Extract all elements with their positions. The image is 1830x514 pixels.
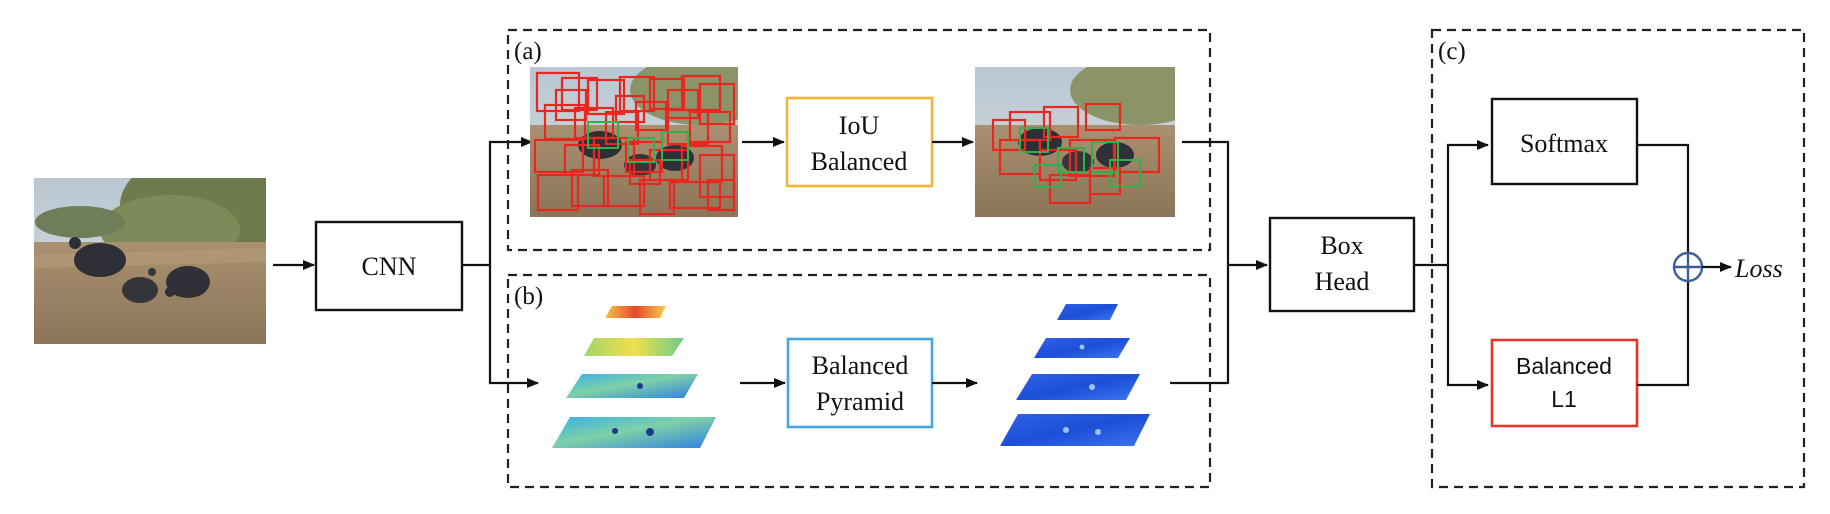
positive-box	[587, 121, 619, 149]
balanced-positive-proposals	[1019, 127, 1141, 188]
panel-b	[506, 273, 1212, 489]
positive-box	[661, 131, 689, 161]
negative-box	[666, 88, 700, 120]
negative-box	[533, 138, 585, 174]
positive-box	[627, 137, 655, 163]
positive-proposals	[587, 121, 689, 163]
softmax-box	[1490, 97, 1639, 186]
negative-box	[570, 168, 610, 208]
negative-box	[614, 94, 646, 124]
input-feature-pyramid	[552, 306, 716, 448]
negative-box	[1084, 102, 1122, 132]
pyramid-line2: Pyramid	[816, 387, 904, 416]
negative-box	[1088, 166, 1122, 196]
iou-line2: Balanced	[811, 147, 908, 176]
box-head-line1: Box	[1320, 231, 1363, 260]
panel-c	[1430, 28, 1806, 489]
iou-line1: IoU	[839, 111, 880, 140]
balanced-negative-proposals	[991, 102, 1161, 205]
positive-box	[1019, 127, 1049, 153]
panel-c-label: (c)	[1438, 38, 1466, 65]
negative-box	[698, 82, 736, 126]
loss-label: Loss	[1734, 254, 1783, 283]
negative-box	[638, 178, 676, 216]
positive-box	[1057, 147, 1085, 173]
cnn-label: CNN	[362, 252, 417, 281]
positive-box	[1091, 141, 1119, 173]
positive-box	[1034, 164, 1062, 188]
negative-box	[560, 76, 599, 112]
negative-box	[604, 110, 640, 146]
panel-a-label: (a)	[514, 38, 542, 65]
negative-box	[554, 88, 588, 122]
negative-box	[698, 153, 736, 199]
input-image	[34, 178, 266, 344]
balanced-l1-line2: L1	[1551, 386, 1577, 412]
softmax-label: Softmax	[1520, 129, 1608, 158]
pyramid-line1: Balanced	[812, 351, 909, 380]
negative-box	[706, 178, 736, 212]
sum-plus-icon	[1672, 251, 1704, 283]
negative-box	[1113, 136, 1161, 174]
negative-box	[668, 180, 722, 210]
box-head-box	[1268, 216, 1416, 313]
negative-box	[602, 174, 646, 208]
cnn-box	[314, 220, 464, 312]
positive-box	[1109, 159, 1141, 187]
balanced-l1-line1: Balanced	[1516, 353, 1612, 379]
iou-balanced-box	[785, 96, 934, 188]
balanced-l1-box	[1490, 338, 1639, 428]
negative-box	[628, 158, 662, 186]
negative-box	[536, 173, 580, 212]
negative-box	[1042, 105, 1080, 139]
negative-box	[563, 143, 601, 177]
negative-box	[535, 71, 581, 113]
panel-b-label: (b)	[514, 283, 543, 310]
output-feature-pyramid	[1000, 304, 1150, 446]
negative-box	[688, 110, 732, 144]
box-head-line2: Head	[1315, 267, 1370, 296]
panel-a	[506, 28, 1212, 252]
negative-box	[634, 100, 668, 132]
